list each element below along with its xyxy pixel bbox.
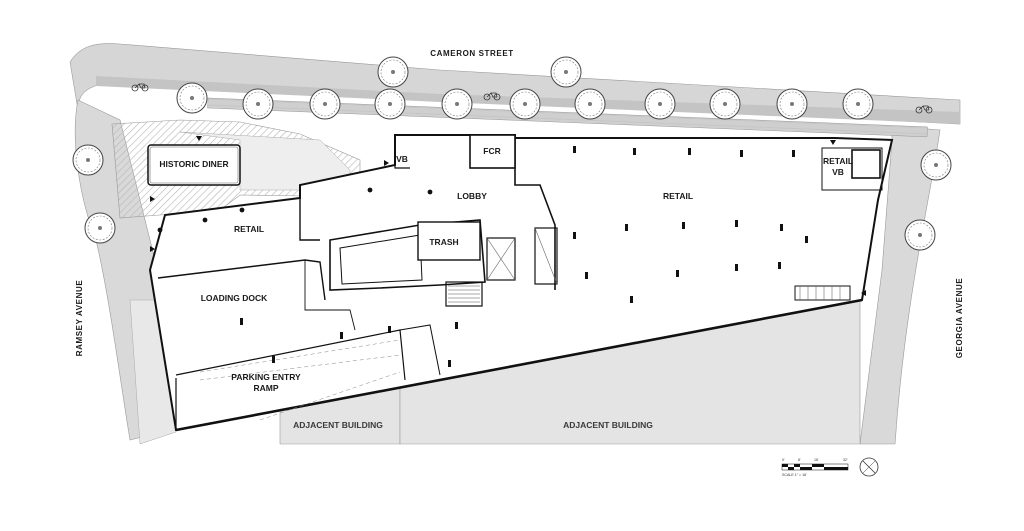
adjacent-building-right: ADJACENT BUILDING [563, 420, 653, 430]
room-loading-dock: LOADING DOCK [201, 293, 268, 303]
room-retail-vb-line1: RETAIL [823, 156, 853, 166]
room-historic-diner: HISTORIC DINER [159, 159, 228, 169]
scale-label: SCALE 1" = 16' [782, 473, 807, 477]
adjacent-buildings [129, 299, 861, 445]
building [147, 134, 894, 432]
scale-bar: 0' 8' 16' 32' SCALE 1" = 16' [781, 458, 849, 477]
scale-tick-0: 0' [782, 458, 785, 462]
scale-tick-16: 16' [814, 458, 819, 462]
room-lobby: LOBBY [457, 191, 487, 201]
room-retail-main: RETAIL [663, 191, 693, 201]
entry-arrow-icon [150, 136, 866, 296]
scale-tick-32: 32' [843, 458, 848, 462]
room-retail-vb-line2: VB [832, 167, 844, 177]
street-label-georgia: GEORGIA AVENUE [955, 278, 964, 359]
north-arrow-icon [859, 457, 879, 477]
room-parking-line1: PARKING ENTRY [231, 372, 301, 382]
room-vb-lobby: VB [396, 154, 408, 164]
street-label-cameron: CAMERON STREET [430, 49, 514, 58]
street-label-ramsey: RAMSEY AVENUE [75, 280, 84, 357]
scale-tick-8: 8' [798, 458, 801, 462]
room-trash: TRASH [429, 237, 458, 247]
room-fcr: FCR [483, 146, 500, 156]
room-parking-line2: RAMP [253, 383, 278, 393]
adjacent-building-left: ADJACENT BUILDING [293, 420, 383, 430]
room-retail-west: RETAIL [234, 224, 264, 234]
